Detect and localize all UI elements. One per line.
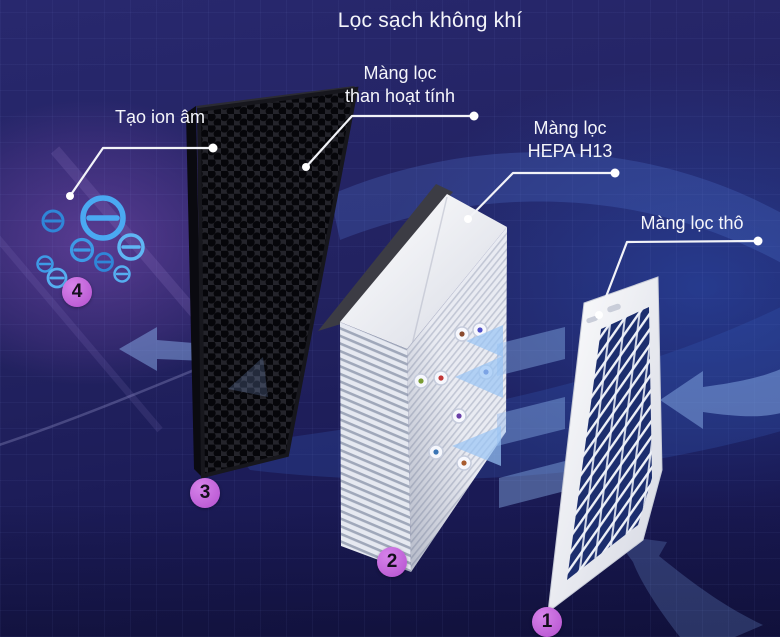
- hepa-filter-layer: [318, 184, 507, 572]
- label-hepa-line2: HEPA H13: [527, 141, 613, 161]
- badge-step-3: 3: [190, 478, 220, 508]
- label-pointer-lines: [69, 114, 759, 316]
- airflow-arrow-right: [660, 369, 780, 429]
- label-coarse-filter: Màng lọc thô: [618, 212, 766, 235]
- label-carbon-line1: Màng lọc: [363, 63, 437, 83]
- negative-ion-icons: [36, 195, 145, 289]
- coarse-filter-layer: [547, 276, 663, 614]
- airflow-bands: [497, 327, 565, 508]
- pointer-dot-icons: [66, 111, 763, 319]
- airflow-arrow-through-carbon: [228, 357, 268, 397]
- label-carbon-filter: Màng lọc than hoạt tính: [329, 62, 471, 108]
- carbon-filter-layer: [186, 86, 360, 479]
- label-hepa-filter: Màng lọc HEPA H13: [500, 117, 640, 163]
- badge-step-2: 2: [377, 547, 407, 577]
- page-title: Lọc sạch không khí: [337, 9, 523, 32]
- label-negative-ion: Tạo ion âm: [90, 106, 230, 129]
- label-coarse-text: Màng lọc thô: [640, 213, 744, 233]
- label-negative-ion-text: Tạo ion âm: [114, 107, 206, 127]
- label-hepa-line1: Màng lọc: [533, 118, 607, 138]
- airflow-arrow-bottom: [622, 536, 763, 637]
- label-carbon-line2: than hoạt tính: [344, 86, 456, 106]
- badge-step-4: 4: [62, 277, 92, 307]
- airflow-arrowheads: [452, 325, 503, 466]
- badge-step-1: 1: [532, 607, 562, 637]
